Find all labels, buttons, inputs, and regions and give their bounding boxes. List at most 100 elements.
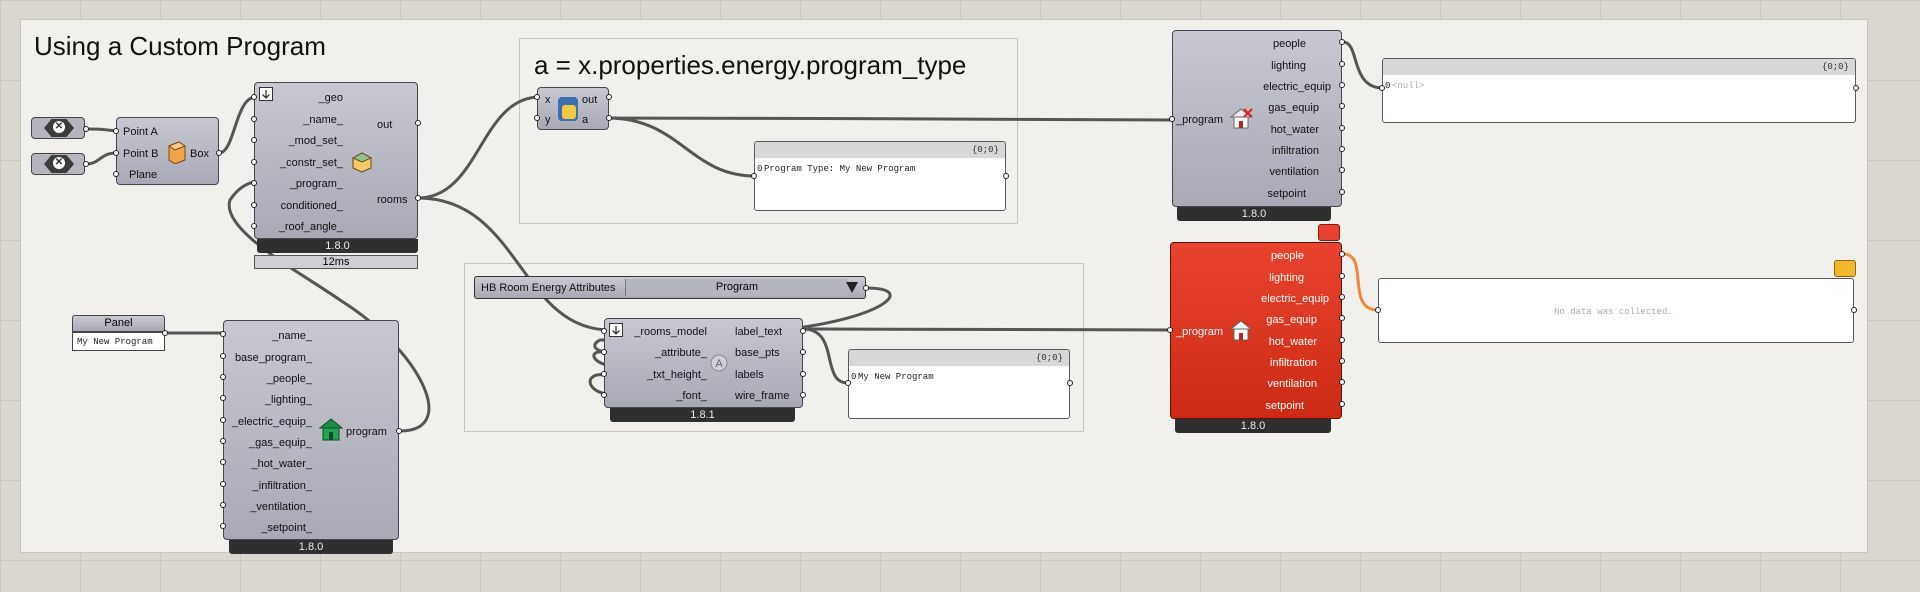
port[interactable]: [162, 330, 168, 336]
port[interactable]: [415, 120, 421, 126]
point-a-param[interactable]: ✕: [31, 117, 85, 139]
room-from-solid-component[interactable]: _geo _name_ _mod_set_ _constr_set_ _prog…: [254, 82, 418, 239]
output-label: setpoint: [1267, 188, 1306, 200]
value-list-component[interactable]: HB Room Energy Attributes Program: [474, 276, 866, 299]
error-balloon-icon[interactable]: [1318, 224, 1340, 241]
point-b-param[interactable]: ✕: [31, 153, 85, 175]
wire-rooms-label: [417, 196, 611, 332]
custom-program-component[interactable]: _name_ base_program_ _people_ _lighting_…: [223, 320, 399, 540]
port[interactable]: [396, 428, 402, 434]
port[interactable]: [601, 371, 607, 377]
output-label: ventilation: [1269, 166, 1319, 178]
port[interactable]: [601, 349, 607, 355]
port[interactable]: [251, 202, 257, 208]
port[interactable]: [220, 438, 226, 444]
port[interactable]: [606, 115, 612, 121]
port[interactable]: [800, 328, 806, 334]
port[interactable]: [251, 223, 257, 229]
port[interactable]: [1339, 39, 1345, 45]
port[interactable]: [534, 94, 540, 100]
dropdown-arrow-icon[interactable]: [845, 281, 859, 294]
port[interactable]: [800, 349, 806, 355]
program-type-panel[interactable]: {0;0} 0 Program Type: My New Program: [754, 141, 1006, 211]
panel-component[interactable]: Panel My New Program: [72, 315, 165, 351]
port[interactable]: [83, 161, 89, 167]
port[interactable]: [1853, 85, 1859, 91]
warning-balloon-icon[interactable]: [1834, 260, 1856, 277]
port[interactable]: [1339, 82, 1345, 88]
port[interactable]: [1379, 85, 1385, 91]
null-panel[interactable]: {0;0} 0 <null>: [1382, 58, 1856, 123]
port[interactable]: [751, 173, 757, 179]
output-label: program: [346, 426, 387, 438]
room-timing: 12ms: [254, 255, 418, 269]
port[interactable]: [1167, 327, 1173, 333]
port[interactable]: [113, 128, 119, 134]
port[interactable]: [251, 116, 257, 122]
port[interactable]: [1339, 315, 1345, 321]
port[interactable]: [251, 180, 257, 186]
port[interactable]: [1339, 379, 1345, 385]
port[interactable]: [1339, 401, 1345, 407]
input-label: _roof_angle_: [278, 221, 343, 233]
port[interactable]: [1339, 103, 1345, 109]
port[interactable]: [1339, 251, 1345, 257]
empty-panel[interactable]: No data was collected…: [1378, 278, 1854, 343]
port[interactable]: [1067, 380, 1073, 386]
port[interactable]: [220, 502, 226, 508]
port[interactable]: [83, 126, 89, 132]
port[interactable]: [220, 395, 226, 401]
output-label: lighting: [1269, 272, 1304, 284]
port[interactable]: [800, 371, 806, 377]
box-component[interactable]: Point A Point B Plane Box: [116, 117, 219, 185]
input-label: _attribute_: [655, 347, 707, 359]
label-text-panel[interactable]: {0;0} 0 My New Program: [848, 349, 1070, 419]
port[interactable]: [1339, 294, 1345, 300]
port[interactable]: [800, 392, 806, 398]
value-list-selected[interactable]: Program: [625, 279, 848, 296]
port[interactable]: [606, 94, 612, 100]
port[interactable]: [220, 417, 226, 423]
port[interactable]: [1339, 125, 1345, 131]
python-icon: [558, 97, 578, 121]
port[interactable]: [220, 459, 226, 465]
port[interactable]: [1339, 146, 1345, 152]
port[interactable]: [220, 374, 226, 380]
deconstruct-program-component[interactable]: _program people lighting electric_equip …: [1172, 30, 1342, 207]
panel-content[interactable]: My New Program: [72, 332, 165, 351]
port[interactable]: [113, 150, 119, 156]
port[interactable]: [220, 481, 226, 487]
port[interactable]: [220, 331, 226, 337]
port[interactable]: [1339, 189, 1345, 195]
port[interactable]: [1339, 273, 1345, 279]
port[interactable]: [220, 353, 226, 359]
port[interactable]: [216, 150, 222, 156]
port[interactable]: [845, 380, 851, 386]
output-label: ventilation: [1267, 378, 1317, 390]
port[interactable]: [601, 328, 607, 334]
port[interactable]: [1003, 173, 1009, 179]
python-component[interactable]: x y out a: [537, 87, 609, 130]
deconstruct-program-error-component[interactable]: _program people lighting electric_equip …: [1170, 242, 1342, 419]
wire-pointA: [85, 127, 117, 133]
label-rooms-component[interactable]: _rooms_model _attribute_ _txt_height_ _f…: [604, 318, 803, 408]
port[interactable]: [113, 171, 119, 177]
port[interactable]: [1339, 61, 1345, 67]
port[interactable]: [1375, 307, 1381, 313]
port[interactable]: [1169, 116, 1175, 122]
port[interactable]: [220, 523, 226, 529]
port[interactable]: [251, 159, 257, 165]
port[interactable]: [251, 137, 257, 143]
port[interactable]: [863, 285, 869, 291]
port[interactable]: [415, 195, 421, 201]
panel-path: {0;0}: [849, 350, 1069, 366]
port[interactable]: [601, 392, 607, 398]
output-label: infiltration: [1269, 357, 1317, 369]
port[interactable]: [1339, 358, 1345, 364]
port[interactable]: [534, 115, 540, 121]
port[interactable]: [251, 94, 257, 100]
port[interactable]: [1339, 337, 1345, 343]
port[interactable]: [1851, 307, 1857, 313]
port[interactable]: [1339, 167, 1345, 173]
